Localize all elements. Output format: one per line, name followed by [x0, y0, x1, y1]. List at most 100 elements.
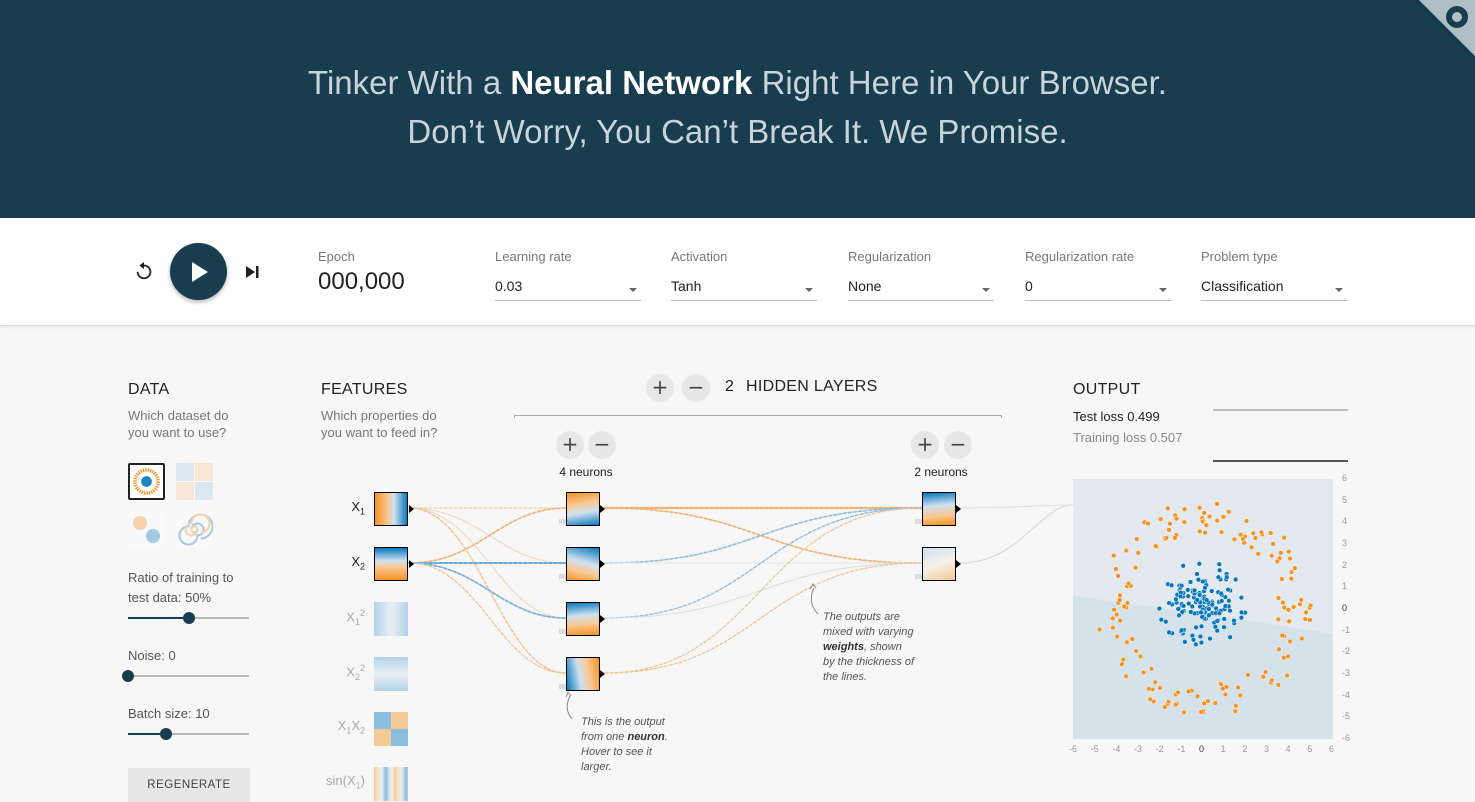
github-corner[interactable]: [1419, 0, 1475, 56]
data-point: [1163, 619, 1169, 625]
data-point: [1201, 510, 1207, 516]
noise-slider-thumb[interactable]: [122, 670, 134, 682]
batch-size-slider-thumb[interactable]: [159, 728, 172, 740]
data-point: [1298, 597, 1304, 603]
add-layer-button[interactable]: +: [646, 374, 674, 402]
data-point: [1096, 626, 1103, 633]
regularization-select[interactable]: None: [848, 276, 994, 301]
dataset-circle-thumb[interactable]: [128, 463, 165, 500]
data-point: [1134, 536, 1140, 542]
data-point: [1194, 597, 1200, 603]
remove-layer-button[interactable]: −: [682, 374, 710, 402]
neuron-1-1[interactable]: [566, 492, 600, 526]
play-button[interactable]: [170, 243, 227, 300]
learning-rate-select[interactable]: 0.03: [495, 276, 641, 301]
feature-node-x2[interactable]: [374, 547, 408, 581]
output-heatmap[interactable]: [1073, 479, 1333, 739]
add-neuron-layer2-button[interactable]: +: [911, 431, 939, 459]
data-point: [1145, 520, 1151, 527]
neuron-1-3[interactable]: [566, 602, 600, 636]
data-point: [1124, 639, 1130, 645]
data-point: [1195, 577, 1202, 583]
data-point: [1212, 700, 1219, 706]
data-point: [1194, 693, 1201, 699]
data-point: [1206, 606, 1212, 612]
feature-node-x1-squared[interactable]: [374, 602, 408, 636]
data-point: [1231, 617, 1237, 624]
regularization-rate-select[interactable]: 0: [1025, 276, 1171, 301]
feature-node-x1x2[interactable]: [374, 712, 408, 746]
neuron-2-1[interactable]: [922, 492, 956, 526]
dataset-spiral-thumb[interactable]: [176, 511, 213, 548]
bias-1-4[interactable]: [559, 684, 566, 689]
y-tick: 6: [1342, 473, 1348, 483]
data-point: [1220, 514, 1227, 520]
bias-1-1[interactable]: [559, 519, 566, 524]
data-point: [1260, 674, 1266, 680]
link-x1-n3: [408, 507, 567, 619]
dataset-gaussian-thumb[interactable]: [128, 511, 165, 548]
headline-line-1: Tinker With a Neural Network Right Here …: [308, 64, 1167, 101]
data-point: [1292, 565, 1298, 571]
annotation-weights: The outputs are mixed with varying weigh…: [823, 611, 915, 683]
data-point: [1235, 684, 1241, 691]
remove-neuron-layer2-button[interactable]: −: [944, 431, 972, 459]
neuron-1-4[interactable]: [566, 657, 600, 691]
step-icon[interactable]: [244, 264, 260, 280]
y-tick: -6: [1342, 733, 1351, 743]
noise-slider[interactable]: [128, 675, 249, 677]
feature-node-x2-squared[interactable]: [374, 657, 408, 691]
data-point: [1196, 561, 1202, 567]
reset-icon[interactable]: [133, 260, 155, 282]
x-tick: 1: [1220, 744, 1226, 754]
data-point: [1186, 600, 1192, 607]
bias-1-3[interactable]: [559, 629, 566, 634]
data-point: [1200, 518, 1206, 525]
data-title: DATA: [128, 381, 170, 398]
data-point: [1173, 516, 1180, 522]
data-point: [1156, 605, 1163, 612]
data-point: [1167, 521, 1173, 527]
data-point: [1137, 653, 1144, 659]
data-point: [1119, 661, 1125, 667]
data-point: [1133, 648, 1139, 654]
data-point: [1231, 536, 1238, 542]
neuron-1-2[interactable]: [566, 547, 600, 581]
regenerate-button[interactable]: REGENERATE: [128, 768, 250, 802]
bias-1-2[interactable]: [559, 574, 566, 579]
github-icon[interactable]: [1446, 6, 1468, 28]
chevron-down-icon: [629, 288, 637, 292]
bias-2-2[interactable]: [915, 574, 922, 579]
data-point: [1166, 629, 1172, 636]
dataset-xor-thumb[interactable]: [176, 463, 213, 500]
bias-2-1[interactable]: [915, 519, 922, 524]
data-point: [1185, 688, 1192, 695]
activation-select[interactable]: Tanh: [671, 276, 817, 301]
ratio-label-2: test data: 50%: [128, 590, 212, 605]
data-point: [1117, 592, 1123, 599]
feature-node-sin-x1[interactable]: [374, 767, 408, 801]
add-neuron-layer1-button[interactable]: +: [556, 431, 584, 459]
data-point: [1203, 522, 1209, 528]
data-point: [1173, 701, 1179, 708]
features-desc-2: you want to feed in?: [321, 425, 438, 440]
data-point: [1188, 609, 1194, 615]
ratio-slider-thumb[interactable]: [182, 612, 195, 624]
data-point: [1179, 627, 1185, 633]
data-point: [1121, 603, 1127, 610]
batch-size-slider[interactable]: [128, 733, 249, 735]
data-point: [1274, 558, 1280, 565]
data-point: [1180, 603, 1187, 609]
problem-type-select[interactable]: Classification: [1201, 276, 1347, 301]
neuron-2-2[interactable]: [922, 547, 956, 581]
remove-neuron-layer1-button[interactable]: −: [588, 431, 616, 459]
data-point: [1125, 580, 1132, 587]
data-point: [1269, 677, 1275, 683]
data-point: [1158, 617, 1164, 623]
data-point: [1178, 582, 1185, 589]
data-point: [1250, 530, 1256, 536]
data-point: [1237, 532, 1244, 538]
features-desc-1: Which properties do: [321, 408, 437, 423]
annotation-arrow-neuron: [566, 695, 573, 720]
feature-node-x1[interactable]: [374, 492, 408, 526]
